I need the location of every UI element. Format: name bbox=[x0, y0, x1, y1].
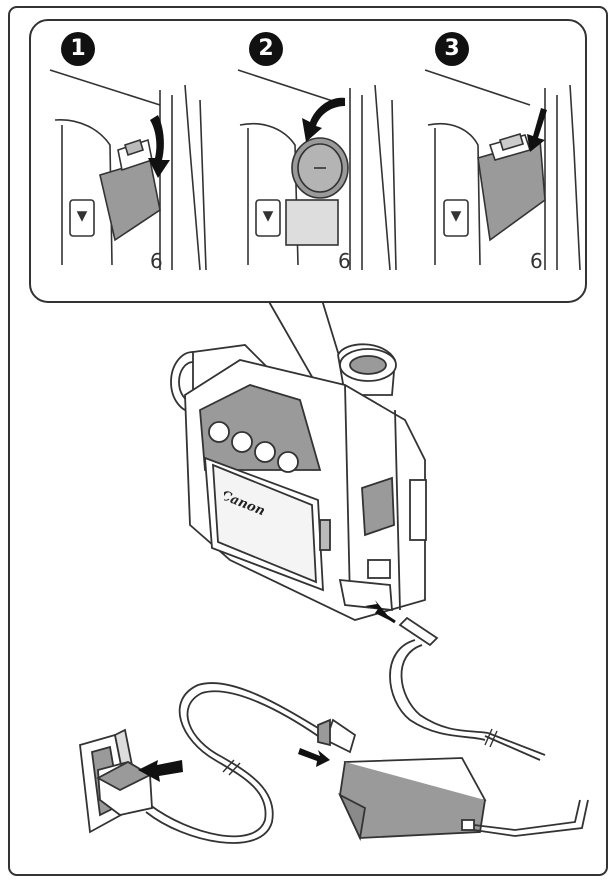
step-3-illustration: 6 bbox=[424, 69, 581, 273]
step-3-number: 3 bbox=[435, 32, 469, 66]
svg-text:6: 6 bbox=[530, 249, 543, 273]
arrow-down-icon bbox=[527, 108, 547, 152]
step-1-number: 1 bbox=[61, 32, 95, 66]
arrow-icon bbox=[298, 748, 330, 767]
step-2-number: 2 bbox=[249, 32, 283, 66]
arrow-curved-icon bbox=[302, 97, 345, 142]
step-2-illustration: 6 bbox=[237, 69, 397, 273]
step-1-illustration: 6 bbox=[49, 69, 207, 273]
svg-text:6: 6 bbox=[338, 249, 351, 273]
arrow-icon bbox=[138, 760, 183, 782]
arrow-down-icon bbox=[148, 115, 170, 178]
camcorder bbox=[170, 343, 427, 621]
plug-icon bbox=[96, 760, 153, 816]
power-cord bbox=[145, 682, 357, 844]
camera-brand-label: Canon bbox=[224, 488, 267, 518]
svg-text:6: 6 bbox=[150, 249, 163, 273]
ac-adapter bbox=[338, 757, 589, 842]
dc-cable bbox=[389, 616, 546, 761]
arrow-icon bbox=[365, 600, 396, 624]
